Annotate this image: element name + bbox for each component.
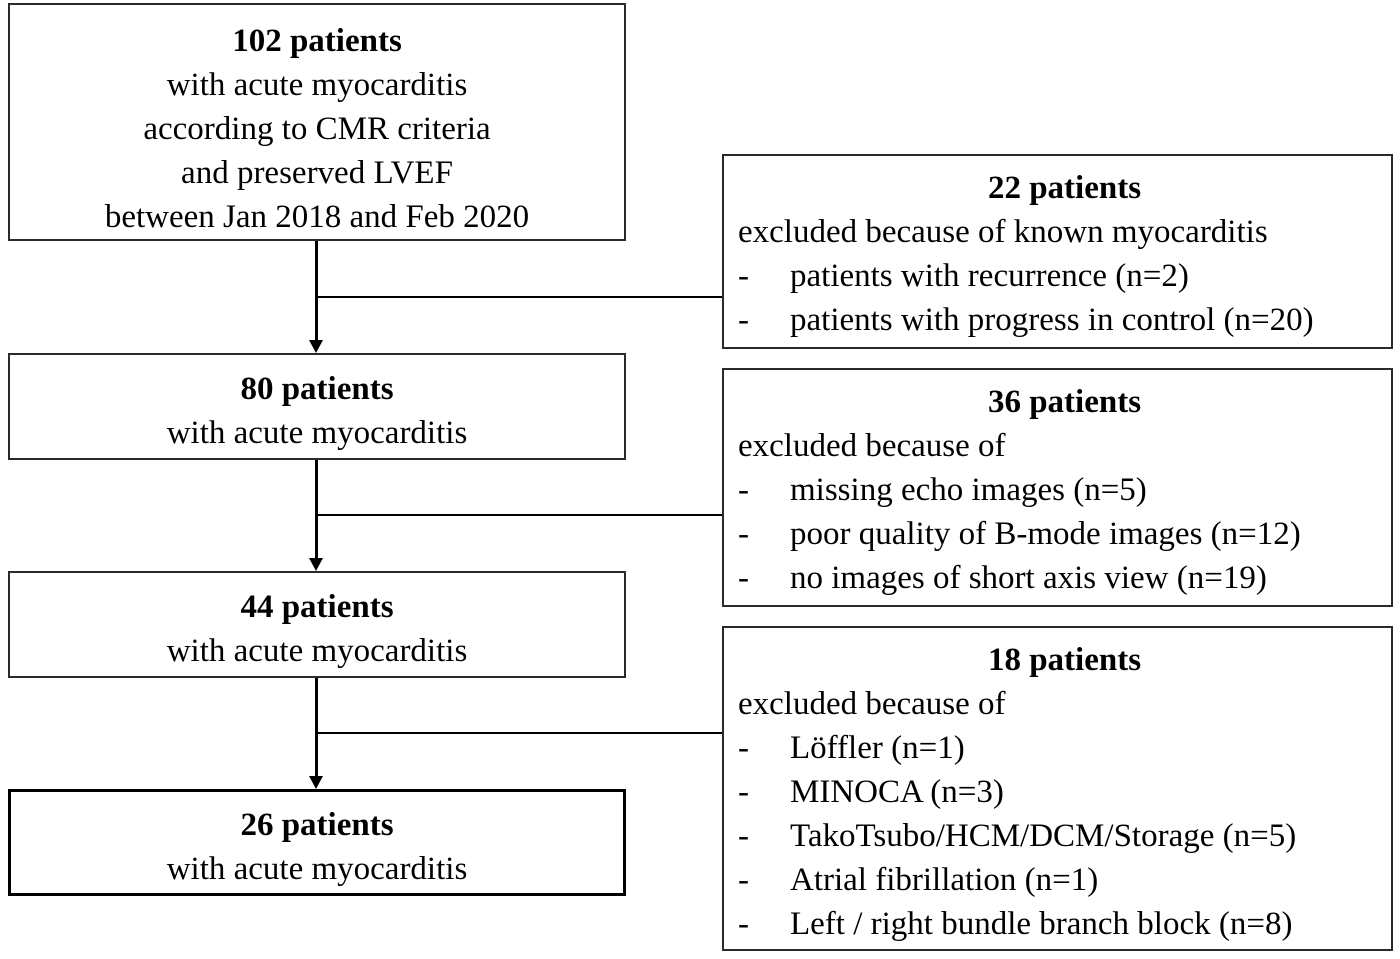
flow-box-title: 26 patients: [240, 807, 394, 843]
exclusion-item-text: MINOCA (n=3): [790, 774, 1004, 810]
exclusion-item: - MINOCA (n=3): [738, 770, 1391, 814]
bullet-dash: -: [738, 730, 749, 766]
exclusion-item: - patients with recurrence (n=2): [738, 254, 1391, 298]
exclusion-subtitle: excluded because of: [738, 686, 1006, 722]
connector-line-2: [315, 460, 318, 559]
exclusion-item: - Atrial fibrillation (n=1): [738, 858, 1391, 902]
exclusion-item: - Left / right bundle branch block (n=8): [738, 902, 1391, 946]
bullet-dash: -: [738, 258, 749, 294]
flow-box-line: with acute myocarditis: [166, 633, 468, 669]
flow-box-line: according to CMR criteria: [143, 111, 491, 147]
exclusion-branch-line-1: [316, 296, 722, 298]
exclusion-item: - TakoTsubo/HCM/DCM/Storage (n=5): [738, 814, 1391, 858]
flow-box-initial: 102 patients with acute myocarditis acco…: [8, 3, 626, 241]
flow-box-third: 44 patients with acute myocarditis: [8, 571, 626, 678]
bullet-dash: -: [738, 818, 749, 854]
exclusion-item: - no images of short axis view (n=19): [738, 556, 1391, 600]
exclusion-title: 36 patients: [987, 384, 1142, 420]
exclusion-item: - Löffler (n=1): [738, 726, 1391, 770]
exclusion-subtitle: excluded because of: [738, 428, 1006, 464]
exclusion-item-text: missing echo images (n=5): [790, 472, 1147, 508]
exclusion-item: - patients with progress in control (n=20…: [738, 298, 1391, 342]
exclusion-box-1: 22 patients excluded because of known my…: [722, 154, 1393, 349]
flow-box-title: 80 patients: [240, 371, 394, 407]
exclusion-item-text: Löffler (n=1): [790, 730, 965, 766]
flow-box-second: 80 patients with acute myocarditis: [8, 353, 626, 460]
exclusion-item: - missing echo images (n=5): [738, 468, 1391, 512]
bullet-dash: -: [738, 862, 749, 898]
bullet-dash: -: [738, 516, 749, 552]
exclusion-subtitle: excluded because of known myocarditis: [738, 214, 1268, 250]
flow-box-title: 102 patients: [232, 23, 402, 59]
bullet-dash: -: [738, 560, 749, 596]
flow-box-line: and preserved LVEF: [181, 155, 453, 191]
exclusion-branch-line-2: [316, 514, 722, 516]
arrowhead-down-icon: [309, 340, 323, 353]
exclusion-title: 18 patients: [987, 642, 1142, 678]
exclusion-item-text: Atrial fibrillation (n=1): [790, 862, 1099, 898]
bullet-dash: -: [738, 302, 749, 338]
bullet-dash: -: [738, 472, 749, 508]
exclusion-item-text: patients with recurrence (n=2): [790, 258, 1189, 294]
exclusion-title: 22 patients: [987, 170, 1142, 206]
flow-box-line: between Jan 2018 and Feb 2020: [104, 199, 530, 235]
exclusion-item-text: Left / right bundle branch block (n=8): [790, 906, 1293, 942]
exclusion-item: - poor quality of B-mode images (n=12): [738, 512, 1391, 556]
flow-box-line: with acute myocarditis: [166, 851, 468, 887]
exclusion-item-text: no images of short axis view (n=19): [790, 560, 1267, 596]
flow-box-title: 44 patients: [240, 589, 394, 625]
arrowhead-down-icon: [309, 776, 323, 789]
exclusion-branch-line-3: [316, 732, 722, 734]
exclusion-item-text: patients with progress in control (n=20): [790, 302, 1314, 338]
connector-line-1: [315, 241, 318, 341]
flow-box-line: with acute myocarditis: [166, 415, 468, 451]
connector-line-3: [315, 678, 318, 777]
exclusion-box-2: 36 patients excluded because of - missing…: [722, 368, 1393, 607]
flow-box-line: with acute myocarditis: [166, 67, 468, 103]
bullet-dash: -: [738, 774, 749, 810]
exclusion-item-text: TakoTsubo/HCM/DCM/Storage (n=5): [790, 818, 1297, 854]
flow-box-final: 26 patients with acute myocarditis: [8, 789, 626, 896]
arrowhead-down-icon: [309, 558, 323, 571]
exclusion-item-text: poor quality of B-mode images (n=12): [790, 516, 1301, 552]
exclusion-box-3: 18 patients excluded because of - Löffler…: [722, 626, 1393, 951]
bullet-dash: -: [738, 906, 749, 942]
